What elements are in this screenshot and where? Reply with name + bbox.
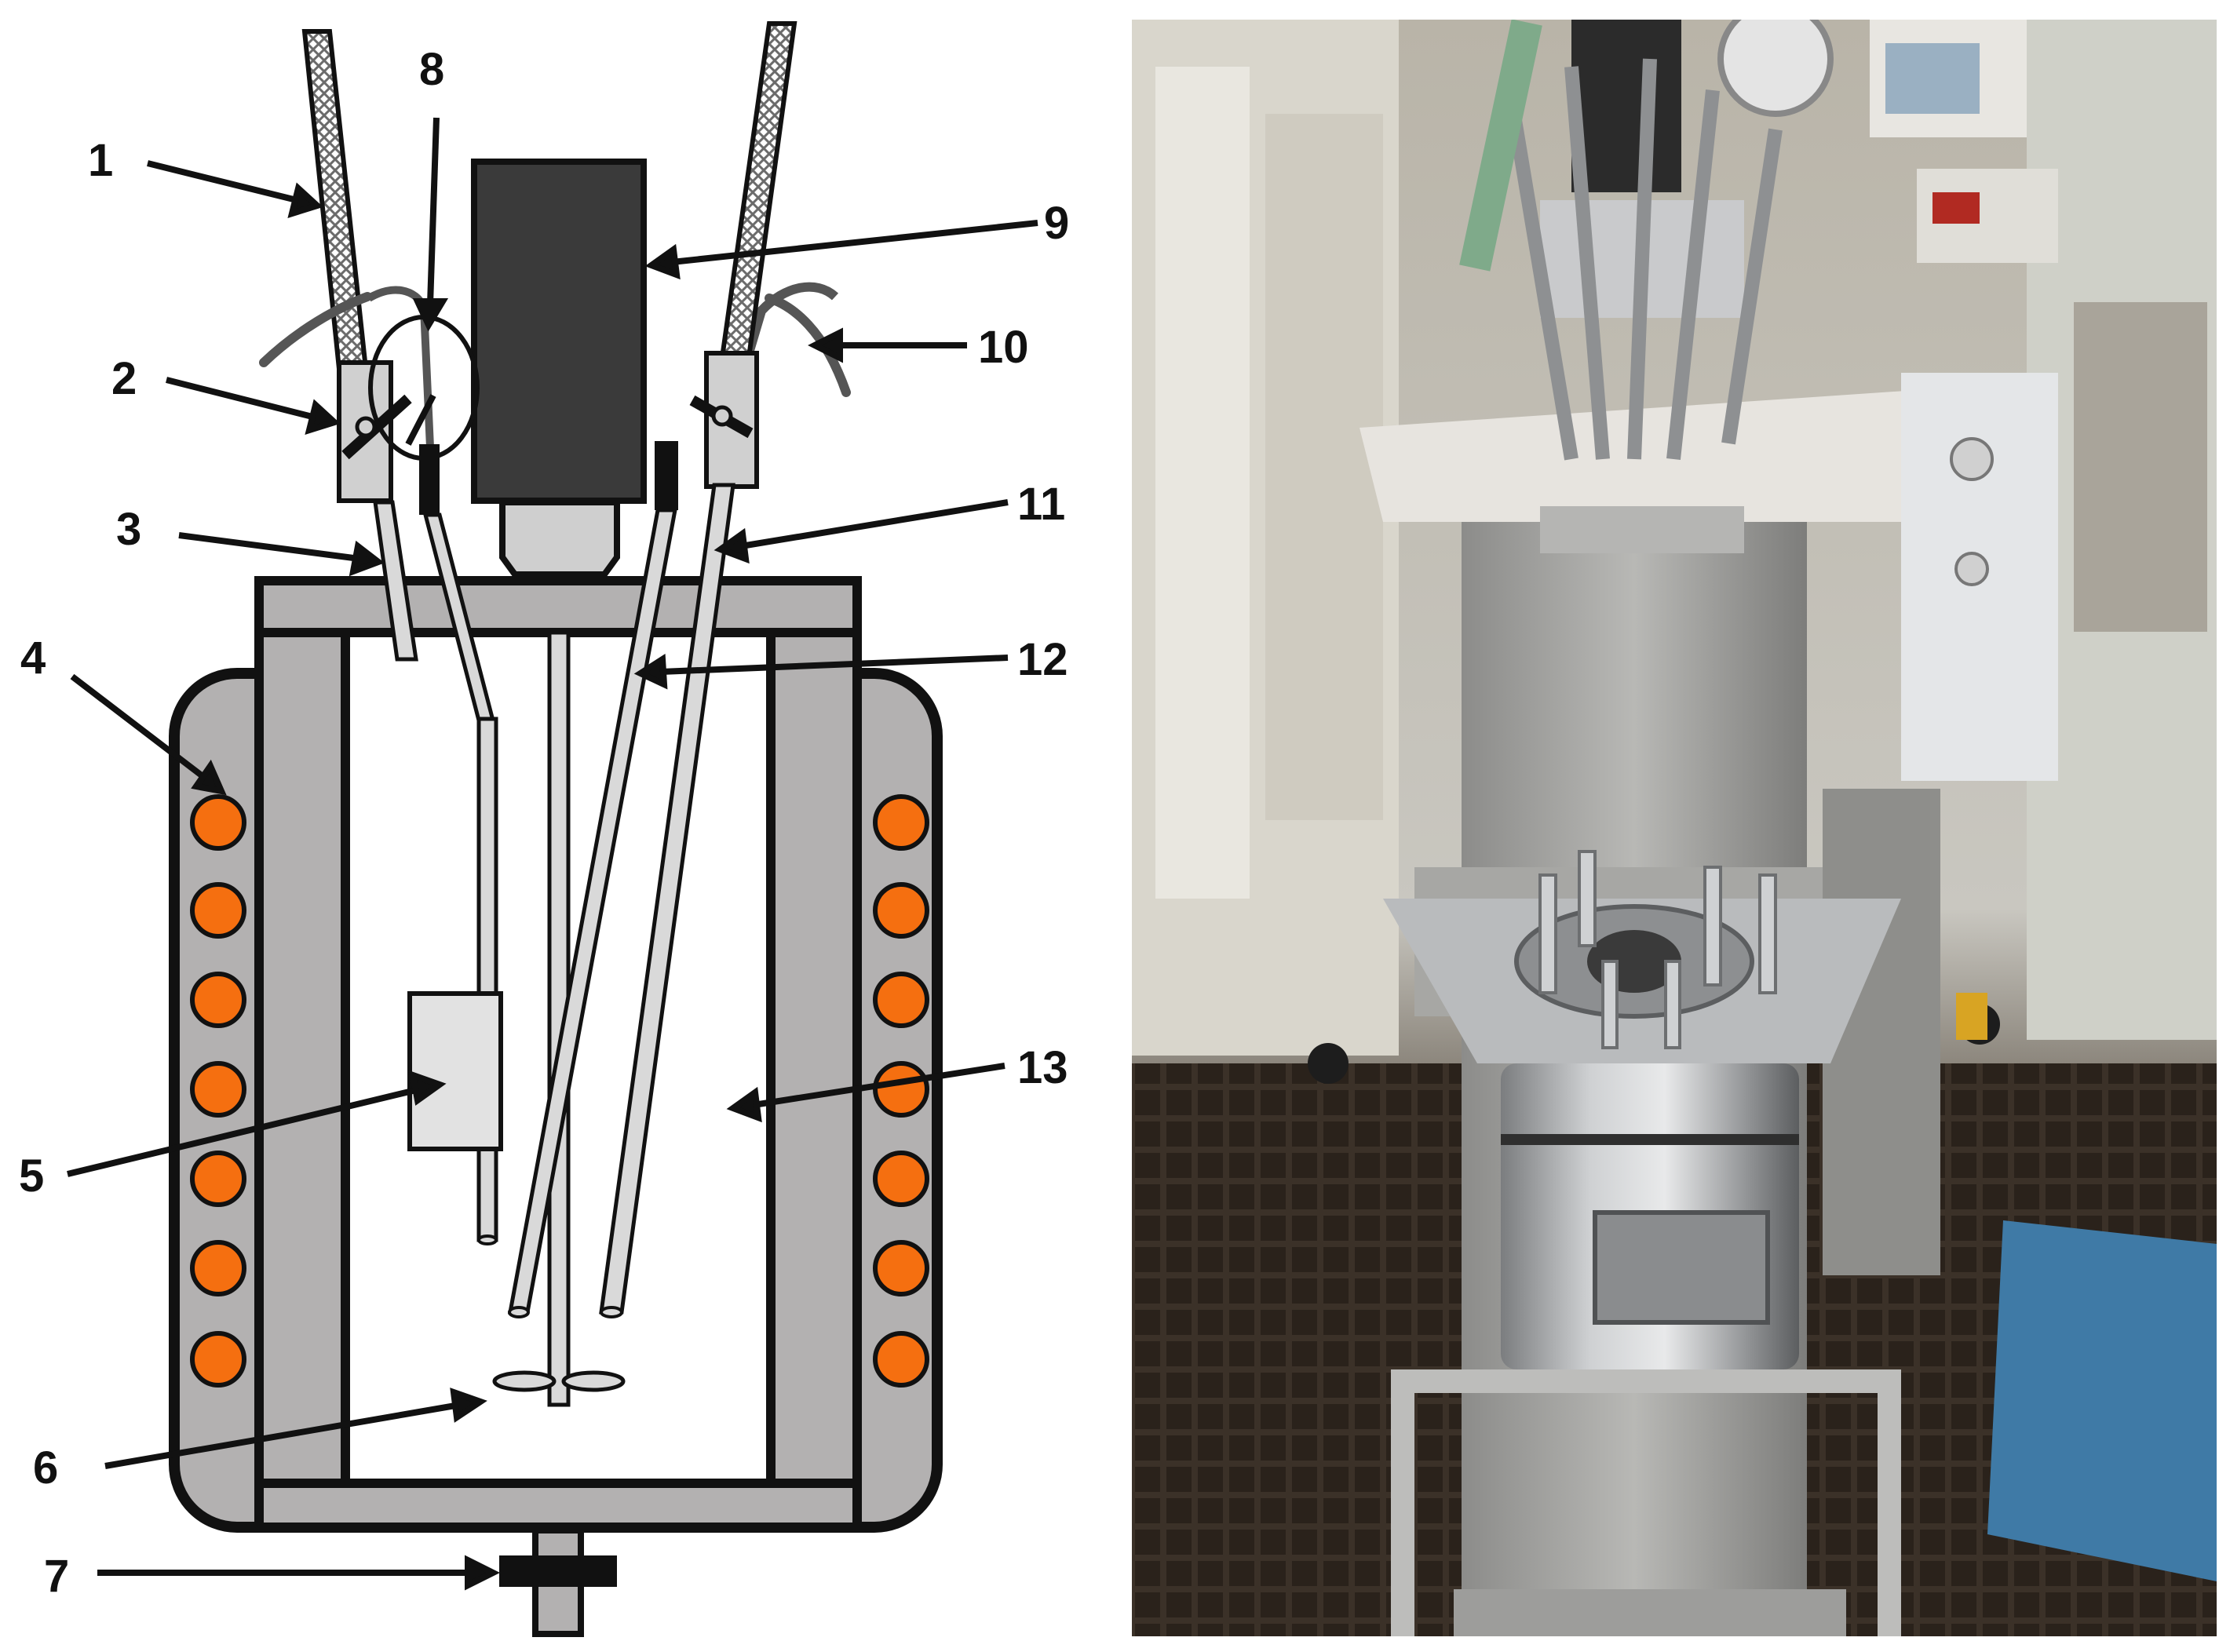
drain-valve <box>499 1527 617 1637</box>
callout-10: 10 <box>978 322 1029 373</box>
reactor-photo <box>1132 20 2217 1636</box>
callout-2: 2 <box>111 353 137 404</box>
heater-coils <box>190 794 929 1388</box>
callout-arrows <box>67 117 1038 1591</box>
callout-4: 4 <box>20 633 46 684</box>
callout-5: 5 <box>19 1151 44 1202</box>
callout-9: 9 <box>1044 198 1069 249</box>
callout-12: 12 <box>1017 634 1068 685</box>
stirrer-motor <box>471 159 647 578</box>
callout-labels: 1 2 3 4 5 6 7 8 9 10 11 12 13 <box>19 44 1069 1602</box>
callout-3: 3 <box>116 504 141 555</box>
callout-6: 6 <box>33 1442 58 1493</box>
callout-8: 8 <box>419 44 444 95</box>
right-probe <box>507 21 797 1318</box>
callout-13: 13 <box>1017 1042 1068 1093</box>
reactor-schematic: 1 2 3 4 5 6 7 8 9 10 11 12 13 <box>19 21 1069 1637</box>
callout-1: 1 <box>88 135 113 186</box>
sampling-tube <box>407 444 503 1245</box>
callout-11: 11 <box>1017 479 1065 530</box>
callout-7: 7 <box>44 1551 69 1602</box>
